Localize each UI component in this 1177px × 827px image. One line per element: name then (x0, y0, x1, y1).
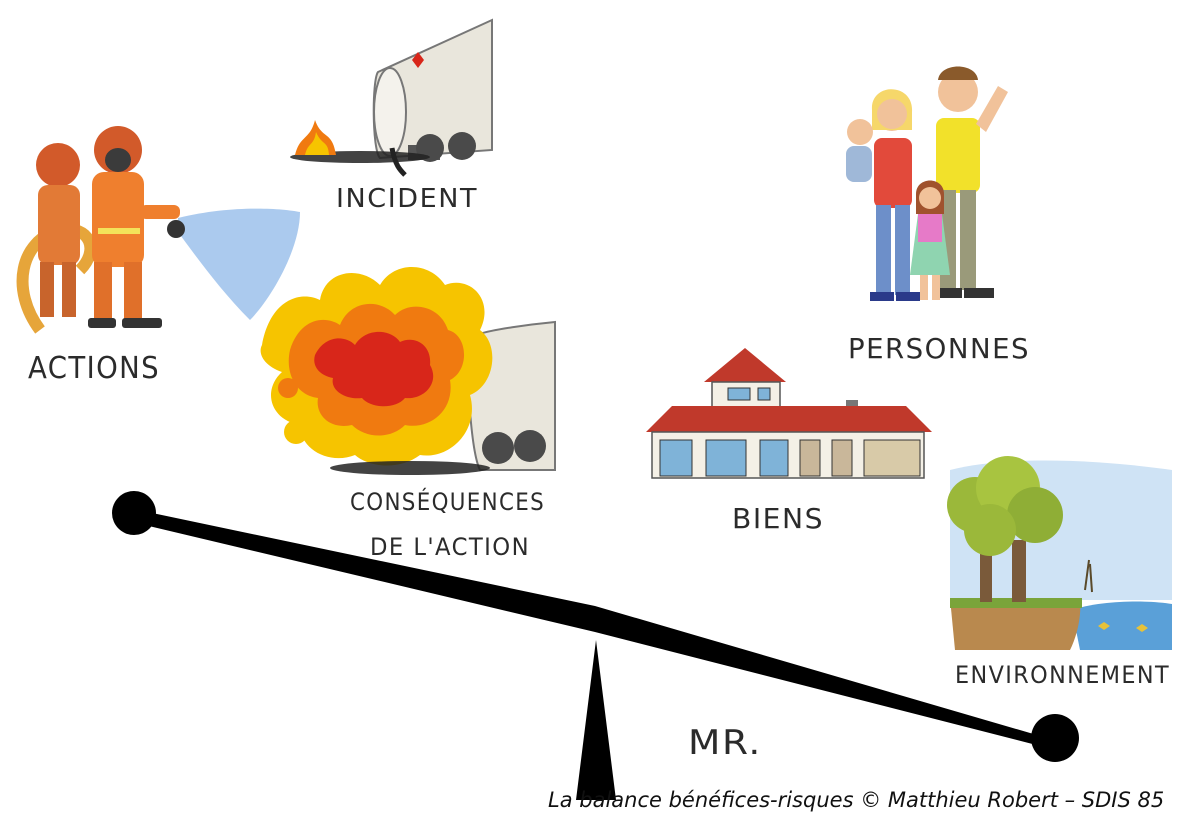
trees-lake-icon (947, 456, 1172, 650)
balance-scale (112, 491, 1079, 800)
image-caption: La balance bénéfices-risques © Matthieu … (548, 788, 1165, 812)
house-icon (646, 348, 932, 479)
explosion-icon (260, 266, 556, 475)
incident-label: INCIDENT (336, 184, 478, 214)
balance-fulcrum (576, 640, 616, 800)
tanker-fire-icon (290, 18, 493, 177)
biens-label: BIENS (732, 502, 824, 535)
actions-label: ACTIONS (28, 351, 160, 386)
firefighters-icon (16, 126, 300, 334)
family-icon (846, 66, 1008, 301)
balance-left-weight (112, 491, 156, 535)
balance-beam (132, 510, 1054, 748)
balance-right-weight (1031, 714, 1079, 762)
consequences-label-line2: DE L'ACTION (370, 533, 530, 561)
personnes-label: PERSONNES (848, 332, 1030, 365)
environnement-label: ENVIRONNEMENT (955, 661, 1170, 689)
artist-signature: MR. (688, 723, 762, 763)
consequences-label-line1: CONSÉQUENCES (350, 487, 545, 516)
